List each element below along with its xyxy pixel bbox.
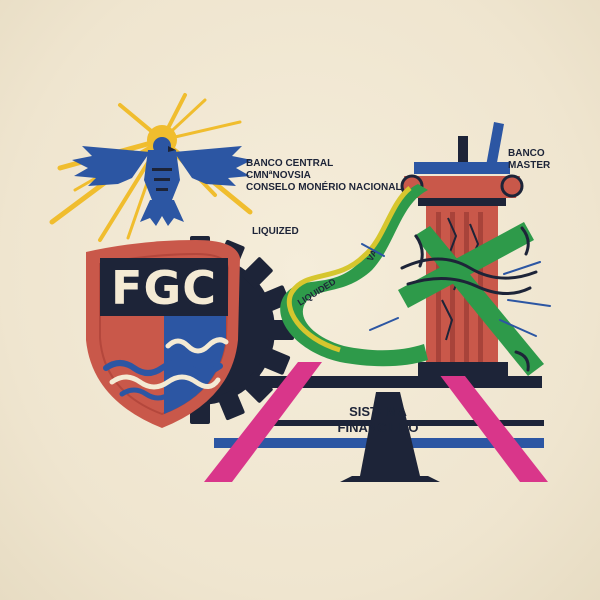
- sistema-line-2: FINANCIERO: [338, 420, 419, 435]
- shield-letters: FGC: [111, 261, 217, 315]
- banco-master-line-1: BANCO: [508, 148, 545, 159]
- banco-central-line-2: CMNªNOVSIA: [246, 170, 311, 181]
- banco-central-line-3: CONSELO MONÉRIO NACIONAL: [246, 180, 402, 193]
- banco-central-label: BANCO CENTRAL CMNªNOVSIA CONSELO MONÉRIO…: [246, 158, 402, 193]
- eagle-icon: [72, 137, 252, 226]
- eagle-feather-marks: [152, 168, 172, 191]
- rail-track: [204, 362, 548, 482]
- banco-master-label: BANCO MASTER: [508, 148, 551, 171]
- liquized-label: LIQUIZED: [252, 226, 299, 237]
- chain-icon: [361, 222, 551, 376]
- waves-icon: [103, 337, 229, 401]
- banco-central-line-1: BANCO CENTRAL: [246, 158, 333, 169]
- liquidity-ribbon: [280, 184, 428, 367]
- sistema-line-1: SISTEMA: [349, 404, 407, 419]
- sistema-financiero-label: SISTEMA FINANCIERO: [338, 404, 419, 435]
- banco-master-line-2: MASTER: [508, 160, 551, 171]
